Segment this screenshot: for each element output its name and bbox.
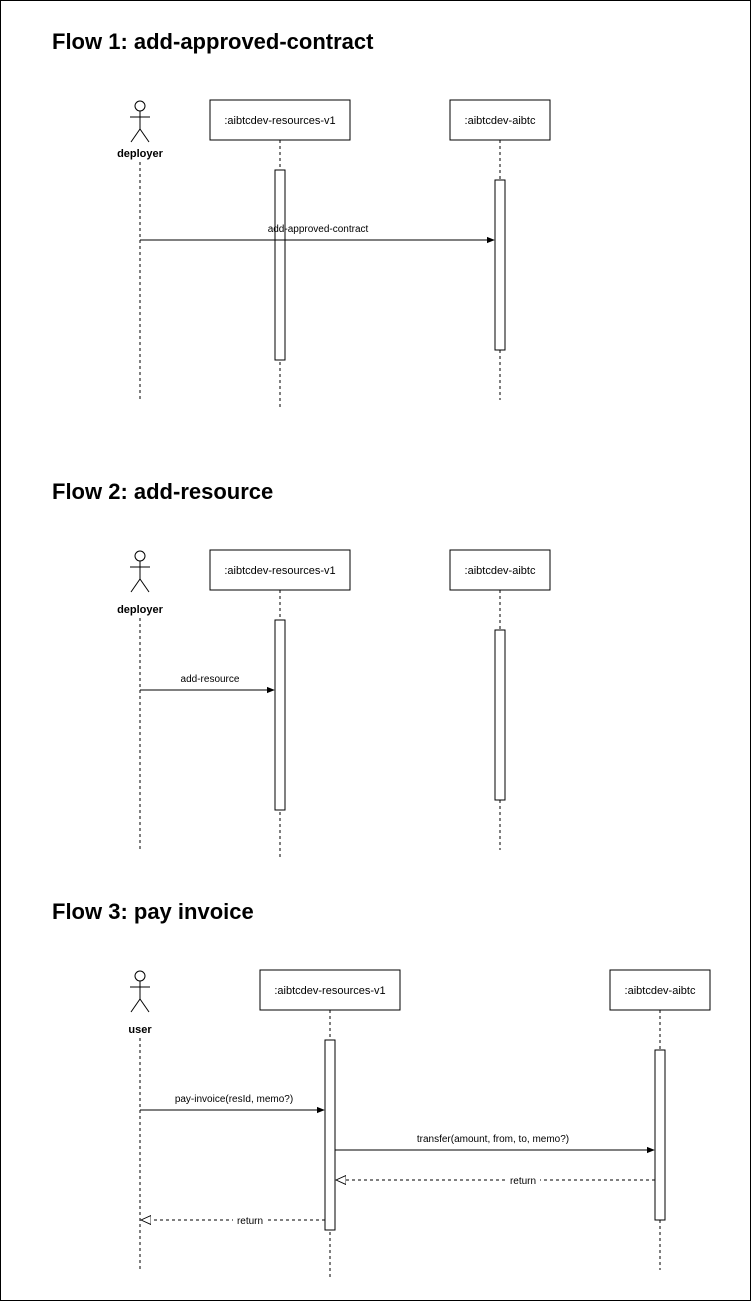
flow-1-message-label: add-approved-contract	[268, 224, 369, 235]
flow-3-return-label-bg	[506, 1174, 540, 1186]
flow-2-participant-label: :aibtcdev-aibtc	[465, 565, 536, 577]
flow-2-participant-box	[449, 549, 551, 591]
flow-3-return-label-bg	[233, 1214, 267, 1226]
flow-2-actor	[130, 550, 150, 593]
flow-2-participant-box	[209, 549, 351, 591]
flow-2-participant-activation	[494, 629, 506, 801]
flow-3-message-label: transfer(amount, from, to, memo?)	[417, 1134, 569, 1145]
flow-1-title: Flow 1: add-approved-contract	[52, 29, 374, 54]
flow-3-participant-box	[609, 969, 711, 1011]
flow-1-actor	[130, 100, 150, 143]
flow-1-participant-label: :aibtcdev-resources-v1	[224, 115, 335, 127]
flow-2-participant-activation	[274, 619, 286, 811]
flow-2-message-label: add-resource	[181, 674, 240, 685]
flow-3-return-label: return	[510, 1176, 536, 1187]
flow-2-participant-label: :aibtcdev-resources-v1	[224, 565, 335, 577]
flow-1: Flow 1: add-approved-contract deployer :…	[52, 29, 551, 408]
flow-1-actor-label: deployer	[117, 148, 164, 160]
flow-2: Flow 2: add-resource deployer :aibtcdev-…	[52, 479, 551, 858]
flow-2-title: Flow 2: add-resource	[52, 479, 273, 504]
flow-2-actor-label: deployer	[117, 604, 164, 616]
flow-3-participant-activation	[324, 1039, 336, 1231]
flow-1-participant-box	[449, 99, 551, 141]
flow-3-message-label: pay-invoice(resId, memo?)	[175, 1094, 293, 1105]
flow-1-participant-label: :aibtcdev-aibtc	[465, 115, 536, 127]
flow-1-participant-activation	[494, 179, 506, 351]
flow-3-participant-label: :aibtcdev-aibtc	[625, 985, 696, 997]
flow-3-participant-activation	[654, 1049, 666, 1221]
flow-1-participant-activation	[274, 169, 286, 361]
flow-3-title: Flow 3: pay invoice	[52, 899, 254, 924]
flow-3-return-label: return	[237, 1216, 263, 1227]
flow-3-actor	[130, 970, 150, 1013]
flow-3-participant-label: :aibtcdev-resources-v1	[274, 985, 385, 997]
flow-3: Flow 3: pay invoice user :aibtcdev-resou…	[52, 899, 711, 1278]
flow-1-participant-box	[209, 99, 351, 141]
flow-3-actor-label: user	[128, 1024, 152, 1036]
